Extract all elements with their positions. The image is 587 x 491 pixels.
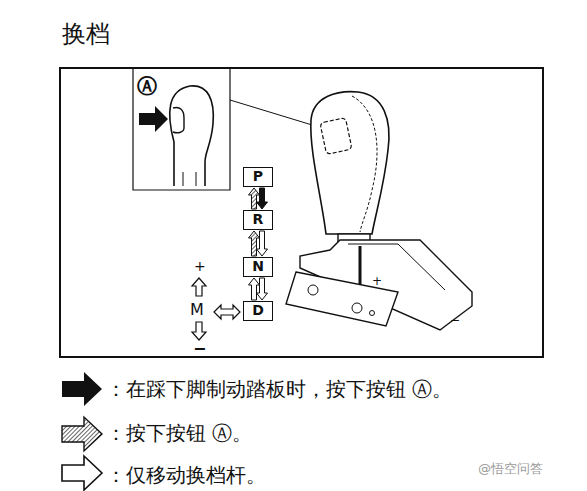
legend-row: ：在踩下脚制动踏板时，按下按钮 Ⓐ。 — [106, 377, 452, 401]
legend-row: ：仅移动换档杆。 — [106, 463, 266, 487]
up-arrow — [192, 278, 206, 296]
shift-arrow — [257, 231, 268, 256]
gear-letter: P — [244, 168, 272, 184]
legend-sample — [62, 417, 102, 451]
callout-letter: Ⓐ — [137, 76, 157, 96]
black-arrow — [139, 106, 168, 132]
button-outline — [320, 118, 352, 155]
shift-label: + — [372, 275, 382, 287]
shift-label: + — [194, 259, 206, 273]
gear-box: N — [243, 257, 273, 277]
button-a — [173, 107, 184, 132]
double-arrow — [214, 305, 240, 319]
legend-text: ：仅移动换档杆。 — [106, 463, 266, 487]
shift-label: − — [193, 341, 206, 357]
shift-arrow — [257, 278, 268, 300]
shift-arrow — [249, 231, 260, 256]
legend-text: ：在踩下脚制动踏板时，按下按钮 Ⓐ。 — [106, 377, 452, 401]
inset-knob — [170, 86, 214, 186]
shift-label: − — [450, 314, 460, 326]
watermark: @悟空问答 — [478, 462, 543, 475]
shift-knob — [311, 92, 389, 234]
gear-letter: N — [244, 258, 272, 274]
shift-arrow — [257, 188, 268, 209]
indicator-plate — [286, 272, 398, 326]
leader-line — [230, 100, 322, 128]
gear-letter: R — [244, 211, 272, 227]
legend-text: ：按下按钮 Ⓐ。 — [106, 421, 252, 445]
down-arrow — [192, 322, 206, 340]
inset-border — [133, 68, 230, 190]
gear-letter: D — [244, 302, 272, 318]
frame — [60, 68, 543, 357]
title: 换档 — [62, 18, 110, 50]
gear-box: R — [243, 210, 273, 230]
legend-row: ：按下按钮 Ⓐ。 — [106, 421, 252, 445]
shift-arrow — [249, 278, 260, 300]
gear-box: P — [243, 167, 273, 187]
legend-sample — [62, 372, 102, 406]
legend-sample — [62, 456, 102, 490]
shift-label: M — [190, 302, 204, 318]
shift-arrow — [249, 188, 260, 209]
gear-box: D — [243, 301, 273, 321]
